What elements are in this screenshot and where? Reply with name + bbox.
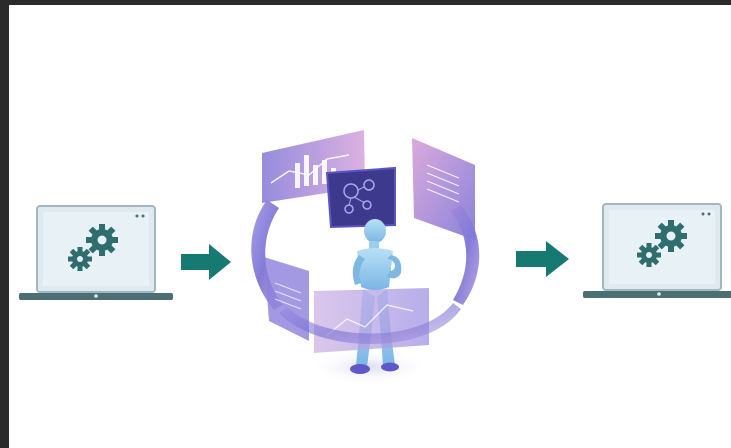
canvas	[9, 5, 731, 448]
laptop-left-camera-dot	[141, 214, 145, 218]
laptop-right-base-dot	[657, 292, 661, 296]
robot-foot-right	[381, 362, 399, 372]
arrow-right-icon-right	[516, 241, 569, 277]
robot-head	[364, 219, 386, 243]
laptop-left	[19, 205, 173, 300]
ring-front-segment	[279, 303, 461, 345]
network-panel	[325, 166, 396, 229]
laptop-left-base-dot	[94, 294, 98, 298]
laptop-right-base	[583, 291, 731, 298]
laptop-right-camera-dot	[707, 212, 711, 216]
robot-arm-left	[352, 255, 365, 285]
laptop-right	[583, 203, 731, 298]
ring-left-segment	[251, 200, 283, 310]
laptop-right-camera-dot	[701, 212, 705, 216]
arrow-right-icon-left	[181, 244, 231, 280]
workflow-illustration	[19, 130, 731, 385]
robot-arm-right	[387, 255, 402, 279]
laptop-left-camera-dot	[135, 214, 139, 218]
gears-icon	[68, 224, 118, 271]
robot-with-holographic-screens	[251, 130, 480, 385]
robot-torso	[357, 248, 393, 290]
document-panel-right	[412, 138, 475, 240]
robot-foot-left	[350, 364, 370, 374]
